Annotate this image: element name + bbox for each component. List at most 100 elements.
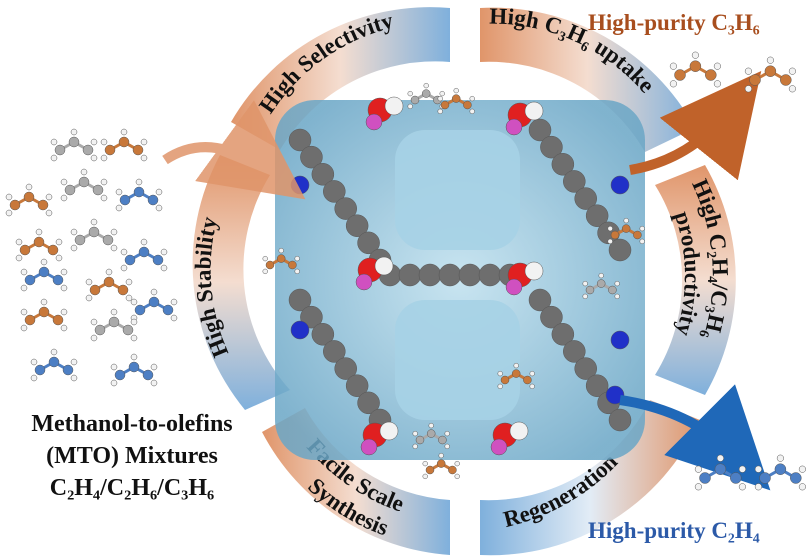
carbon-atom <box>415 435 425 445</box>
carbon-atom <box>37 199 49 211</box>
carbon-atom <box>288 260 297 270</box>
hydrogen-atom <box>50 154 58 162</box>
molecule <box>70 218 118 252</box>
hydrogen-atom <box>437 108 443 115</box>
output-label-c3h6: High-purity C₃H₆ <box>588 10 760 35</box>
hydrogen-atom <box>70 374 78 382</box>
hydrogen-atom <box>582 280 588 287</box>
carbon-atom <box>276 254 286 263</box>
hydrogen-atom <box>469 95 475 102</box>
linker-carbon-atom <box>574 357 597 380</box>
carbon-atom <box>500 375 510 385</box>
carbon-atom <box>48 356 60 368</box>
hydrogen-atom <box>5 209 13 217</box>
hydrogen-atom <box>30 358 38 366</box>
carbon-atom <box>585 285 595 295</box>
hydrogen-atom <box>374 256 394 276</box>
nitrogen-atom <box>610 175 630 195</box>
carbon-atom <box>436 459 446 468</box>
hydrogen-atom <box>438 452 444 459</box>
hydrogen-atom <box>294 255 300 262</box>
hydrogen-atom <box>55 238 63 246</box>
linker-carbon-atom <box>398 263 422 287</box>
carbon-atom <box>47 244 59 256</box>
carbon-atom <box>764 65 777 77</box>
hydrogen-atom <box>423 82 429 89</box>
hydrogen-atom <box>140 154 148 162</box>
carbon-atom <box>463 100 472 110</box>
molecule <box>754 454 806 491</box>
linker-carbon-atom <box>608 238 632 262</box>
hydrogen-atom <box>524 101 544 121</box>
hydrogen-atom <box>135 178 143 186</box>
hydrogen-atom <box>90 334 98 342</box>
carbon-atom <box>103 276 115 288</box>
linker-carbon-atom <box>345 374 369 397</box>
organic-linkers <box>288 118 632 432</box>
hydrogen-atom <box>40 298 48 306</box>
segment-high-productivity <box>655 165 736 395</box>
hydrogen-atom <box>607 225 613 232</box>
molecule <box>100 128 148 162</box>
hydrogen-atom <box>639 225 645 232</box>
hydrogen-atom <box>582 293 588 300</box>
hydrogen-atom <box>130 298 138 306</box>
carbon-atom <box>118 136 130 148</box>
hydrogen-atom <box>45 209 53 217</box>
molecule <box>20 258 68 292</box>
hydrogen-atom <box>60 324 68 332</box>
hydrogen-atom <box>453 87 459 94</box>
carbon-atom <box>790 472 802 484</box>
linker-carbon-atom <box>345 214 369 237</box>
molecule <box>85 268 133 302</box>
carbon-atom <box>730 472 742 484</box>
carbon-atom <box>142 369 154 381</box>
hydrogen-atom <box>85 294 93 302</box>
carbon-atom <box>114 369 126 381</box>
hydrogen-atom <box>20 308 28 316</box>
hydrogen-atom <box>444 430 450 437</box>
hydrogen-atom <box>694 483 702 491</box>
molecule <box>90 308 138 342</box>
feed-arrow <box>162 100 306 200</box>
hydrogen-atom <box>70 358 78 366</box>
hydrogen-atom <box>428 422 434 429</box>
hydrogen-atom <box>110 379 118 387</box>
hydrogen-atom <box>70 244 78 252</box>
linker-carbon-atom <box>311 323 335 346</box>
carbon-atom <box>119 194 131 206</box>
molecule <box>50 128 98 162</box>
hydrogen-atom <box>110 228 118 236</box>
hydrogen-atom <box>115 188 123 196</box>
hydrogen-atom <box>623 217 629 224</box>
carbon-atom <box>38 306 50 318</box>
hydrogen-atom <box>100 154 108 162</box>
hydrogen-atom <box>60 308 68 316</box>
segment-high-c3h6-uptake <box>480 7 695 153</box>
nitrogen-atom <box>610 330 630 350</box>
carbon-atom <box>440 100 450 110</box>
hydrogen-atom <box>497 370 503 377</box>
hydrogen-atom <box>524 261 544 281</box>
hydrogen-atom <box>110 244 118 252</box>
hydrogen-atom <box>738 465 746 473</box>
hydrogen-atom <box>20 324 28 332</box>
carbon-atom <box>92 184 104 196</box>
hydrogen-atom <box>437 95 443 102</box>
hydrogen-atom <box>120 248 128 256</box>
linker-carbon-atom <box>458 263 482 287</box>
hydrogen-atom <box>110 363 118 371</box>
hydrogen-atom <box>788 85 796 93</box>
carbon-atom <box>62 364 74 376</box>
metal-atom <box>490 438 508 456</box>
hydrogen-atom <box>20 284 28 292</box>
hydrogen-atom <box>110 308 118 316</box>
hydrogen-atom <box>80 168 88 176</box>
hydrogen-atom <box>155 204 163 212</box>
hydrogen-atom <box>130 353 138 361</box>
hydrogen-atom <box>160 264 168 272</box>
hydrogen-atom <box>513 362 519 369</box>
hydrogen-atom <box>60 268 68 276</box>
hydrogen-atom <box>744 85 752 93</box>
carbon-atom <box>523 375 532 385</box>
